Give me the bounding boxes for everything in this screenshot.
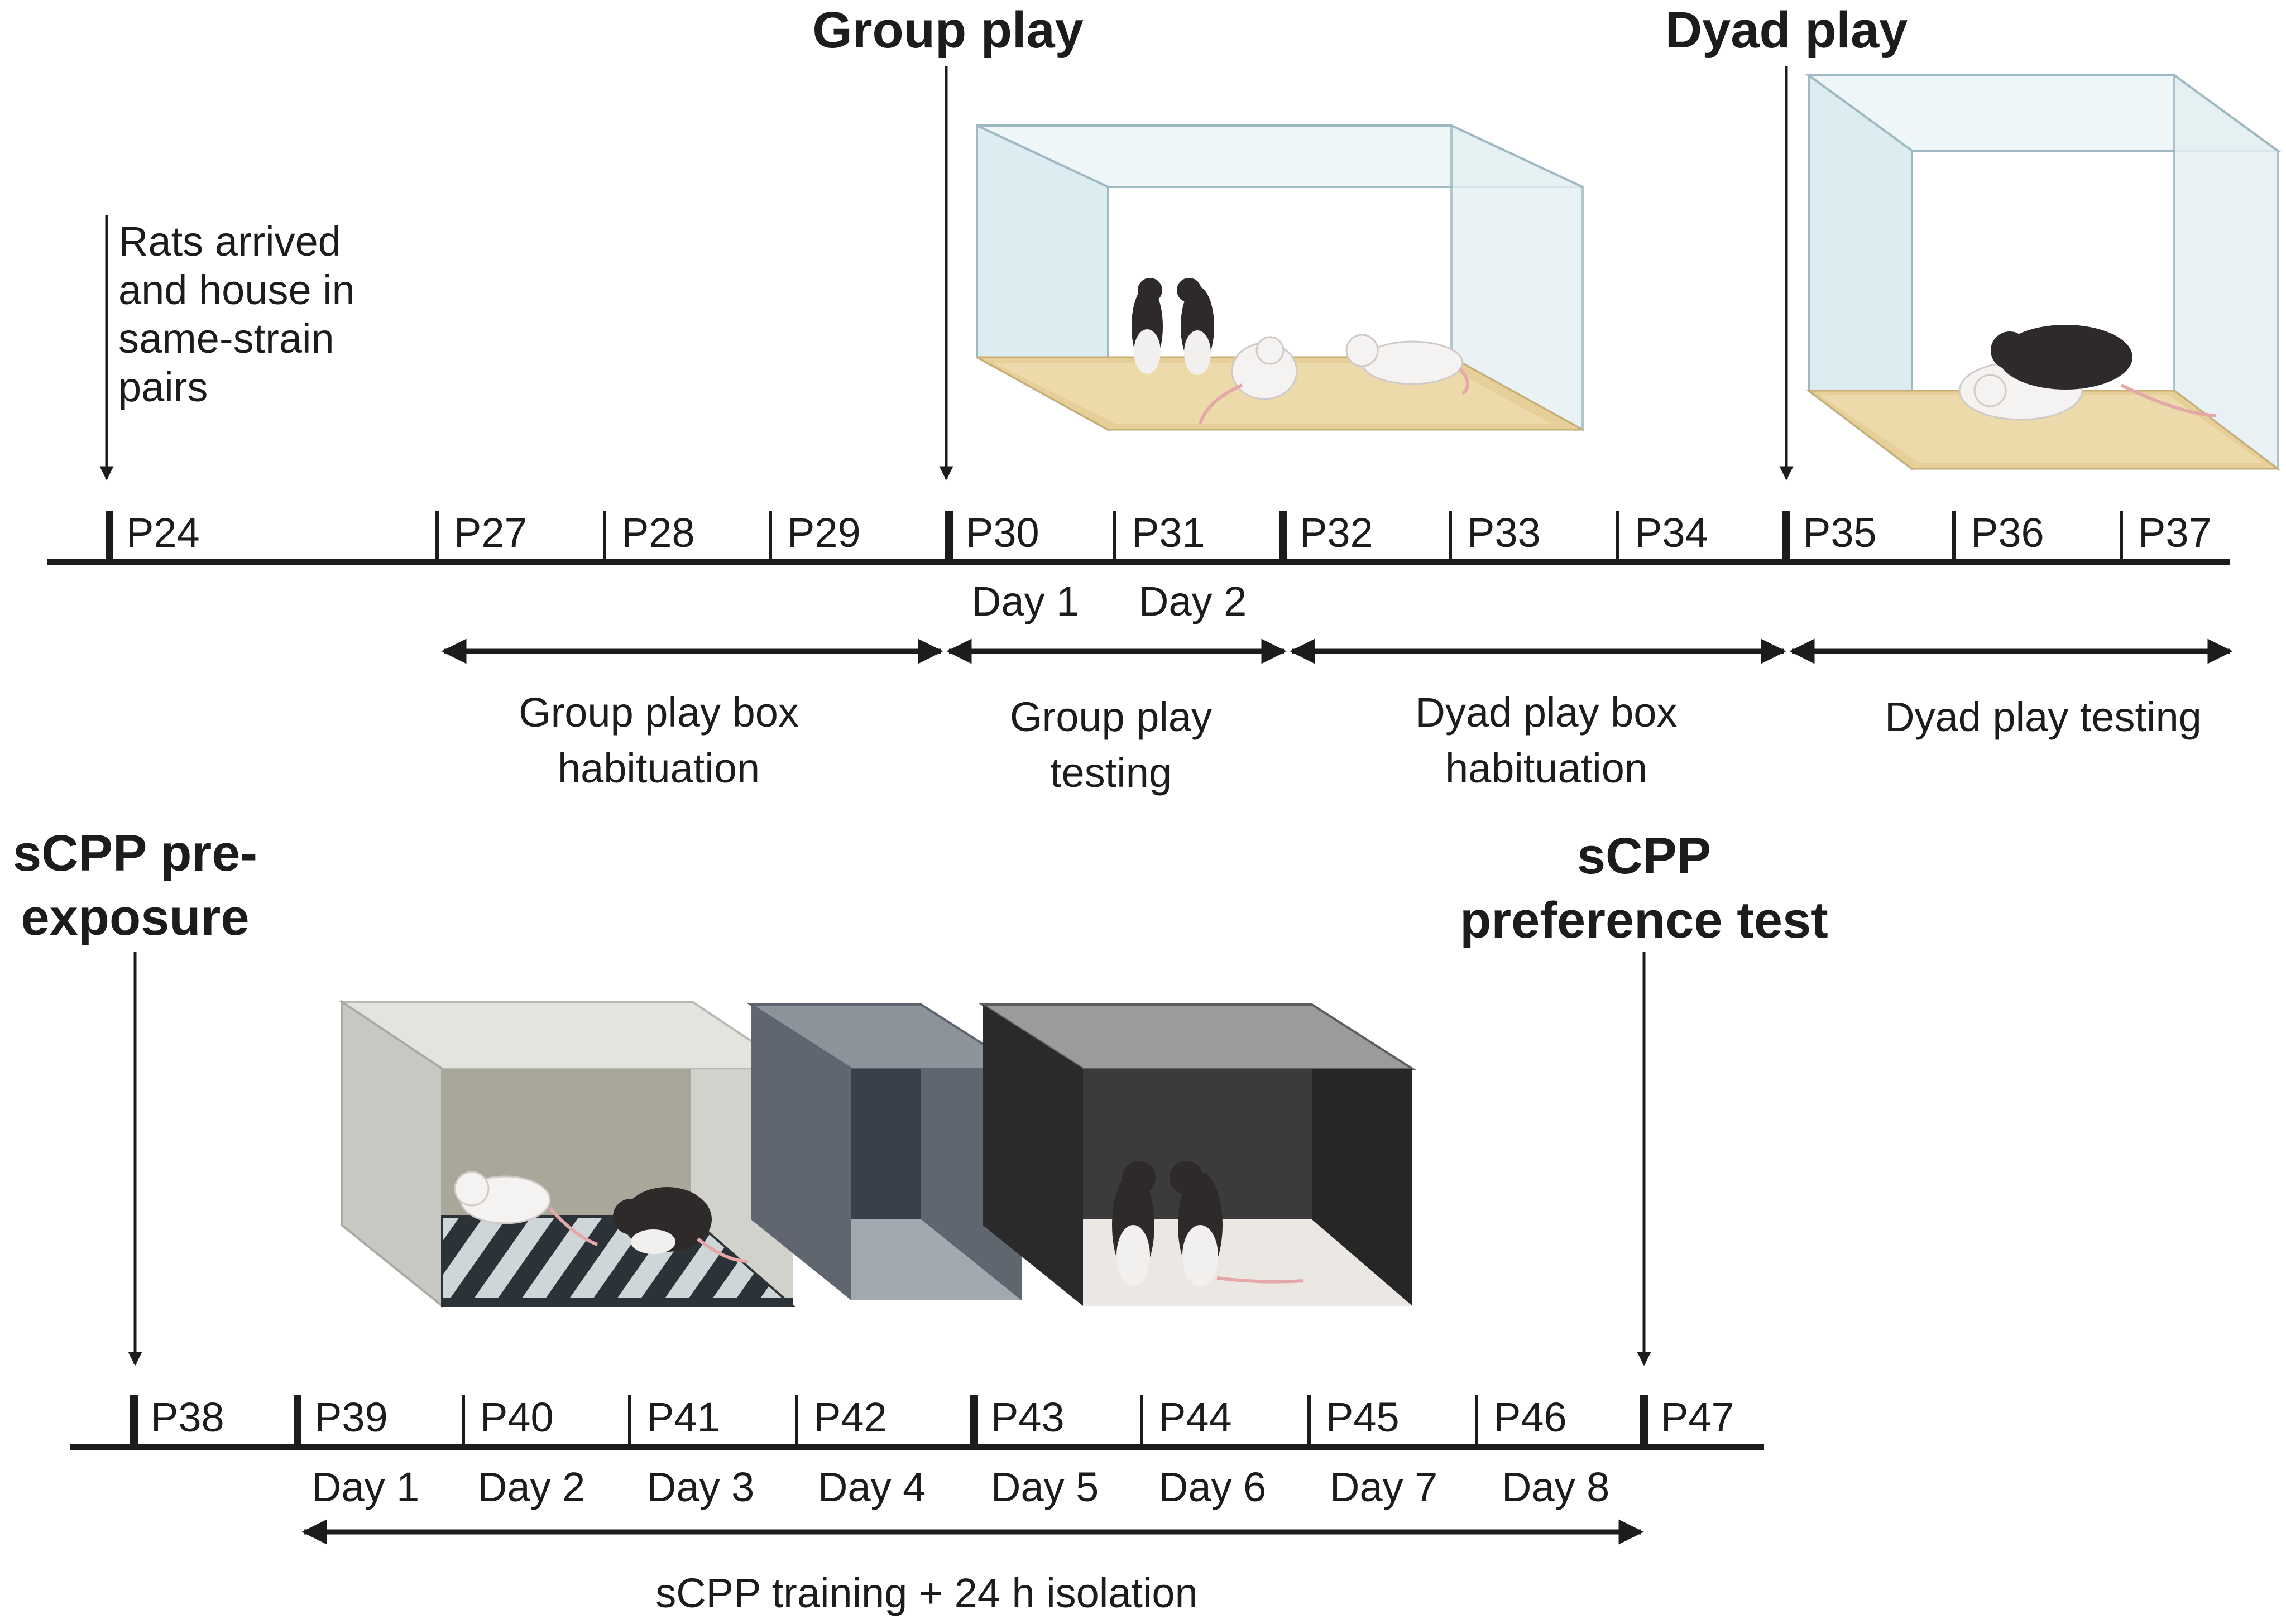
tick-label: P44 — [1158, 1394, 1232, 1440]
day-label: Day 2 — [477, 1464, 585, 1510]
top-day-labels: Day 1 Day 2 — [971, 578, 1247, 624]
phase-label: testing — [1050, 749, 1172, 796]
tick-label: P34 — [1635, 510, 1708, 556]
phase-label: Dyad play testing — [1885, 694, 2202, 740]
rat-white-scpp — [454, 1171, 598, 1246]
tick-label: P40 — [480, 1394, 554, 1440]
tick-label: P36 — [1971, 510, 2044, 556]
tick-label: P46 — [1493, 1394, 1567, 1440]
scpp-dark-chamber — [979, 1003, 1416, 1306]
rat-white-2 — [1345, 334, 1469, 395]
phase-label: Group play — [1010, 694, 1212, 740]
bottom-tick-labels: P38 P39 P40 P41 P42 P43 P44 P45 P46 P47 — [151, 1394, 1734, 1440]
day-label: Day 5 — [991, 1464, 1099, 1510]
day-label: Day 1 — [971, 578, 1079, 624]
tick-label: P32 — [1300, 510, 1373, 556]
heading-scpp-pre-exposure: sCPP pre-exposure — [13, 825, 257, 946]
top-timeline: P24 P27 P28 P29 P30 P31 P32 P33 P34 P35 P36 P37 Day… — [47, 2, 2233, 796]
top-phase-labels: Group play box habituation Group play testi… — [519, 689, 2202, 796]
tick-label: P45 — [1326, 1394, 1400, 1440]
day-label: Day 4 — [818, 1464, 926, 1510]
tick-label: P31 — [1132, 510, 1205, 556]
bottom-tick-marks — [130, 1395, 1648, 1447]
day-label: Day 3 — [646, 1464, 754, 1510]
rat-dark-scpp — [613, 1187, 749, 1263]
heading-scpp-preference-test: sCPP preference test — [1460, 828, 1828, 949]
tick-label: P37 — [2138, 510, 2212, 556]
tick-label: P43 — [991, 1394, 1065, 1440]
tick-label: P47 — [1661, 1394, 1734, 1440]
phase-label: Group play box — [519, 689, 799, 736]
rat-pair-dyad — [1958, 325, 2217, 421]
heading-group-play: Group play — [812, 2, 1084, 59]
phase-label: habituation — [1445, 745, 1647, 791]
phase-label-scpp-training: sCPP training + 24 h isolation — [655, 1570, 1198, 1616]
scpp-apparatus — [338, 1000, 1416, 1309]
arrival-note-line: Rats arrived — [118, 218, 341, 265]
bottom-day-labels: Day 1 Day 2 Day 3 Day 4 Day 5 Day 6 Day 7 Day 8 — [311, 1464, 1609, 1510]
phase-label: habituation — [558, 745, 760, 791]
tick-label: P24 — [126, 510, 200, 556]
scpp-light-chamber — [338, 1000, 797, 1309]
phase-label: Dyad play box — [1416, 689, 1678, 736]
tick-label: P27 — [454, 510, 528, 556]
top-tick-labels: P24 P27 P28 P29 P30 P31 P32 P33 P34 P35 P36 P37 — [126, 510, 2212, 556]
day-label: Day 1 — [311, 1464, 419, 1510]
tick-label: P29 — [787, 510, 861, 556]
tick-label: P28 — [621, 510, 695, 556]
tick-label: P33 — [1467, 510, 1541, 556]
rat-dark-2 — [1177, 278, 1214, 375]
top-tick-marks — [106, 511, 2123, 562]
arrival-note-line: same-strain — [118, 315, 334, 362]
tick-label: P38 — [151, 1394, 224, 1440]
heading-line: exposure — [21, 889, 249, 946]
dyad-play-arena — [1805, 73, 2282, 472]
heading-line: sCPP pre- — [13, 825, 257, 882]
tick-label: P30 — [966, 510, 1039, 556]
tick-label: P41 — [646, 1394, 720, 1440]
arrival-note-line: pairs — [118, 364, 208, 410]
day-label: Day 7 — [1330, 1464, 1437, 1510]
tick-label: P39 — [314, 1394, 388, 1440]
arrival-note-line: and house in — [118, 267, 355, 313]
rat-pair-scpp — [1112, 1161, 1304, 1286]
day-label: Day 6 — [1158, 1464, 1266, 1510]
group-play-arena — [976, 123, 1584, 432]
tick-label: P35 — [1803, 510, 1877, 556]
rat-white-1 — [1199, 336, 1298, 425]
heading-line: preference test — [1460, 892, 1828, 949]
heading-dyad-play: Dyad play — [1665, 2, 1908, 59]
tick-label: P42 — [813, 1394, 887, 1440]
day-label: Day 8 — [1502, 1464, 1609, 1510]
heading-line: sCPP — [1577, 828, 1711, 885]
rat-dark-1 — [1132, 278, 1163, 374]
day-label: Day 2 — [1139, 578, 1247, 624]
